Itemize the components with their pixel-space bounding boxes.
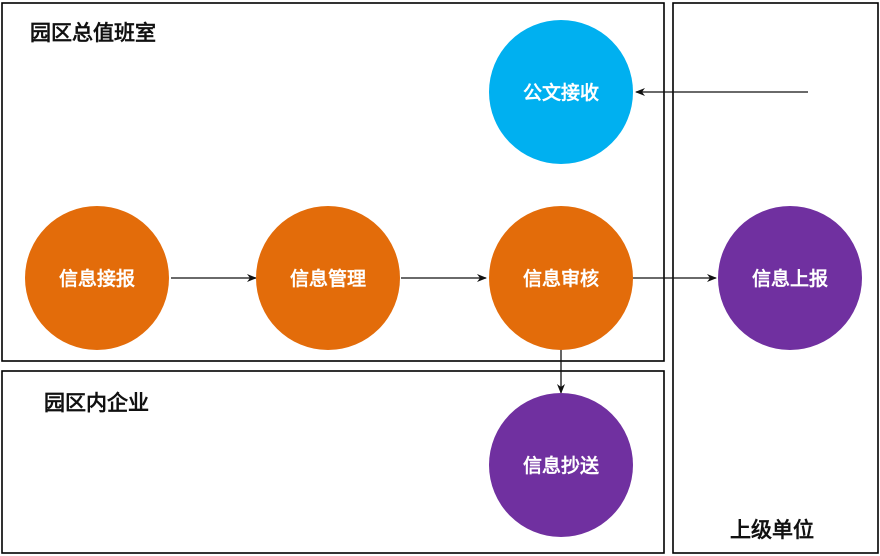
node-info-report: 信息上报 bbox=[718, 206, 862, 350]
node-circle-info-review bbox=[489, 206, 633, 350]
node-info-receive: 信息接报 bbox=[25, 206, 169, 350]
node-circle-info-report bbox=[718, 206, 862, 350]
region-duty-office bbox=[1, 2, 665, 362]
node-info-review: 信息审核 bbox=[489, 206, 633, 350]
node-doc-receive: 公文接收 bbox=[489, 20, 633, 164]
node-circle-info-manage bbox=[256, 206, 400, 350]
node-circle-doc-receive bbox=[489, 20, 633, 164]
node-label-info-review: 信息审核 bbox=[523, 267, 599, 290]
node-info-cc: 信息抄送 bbox=[489, 393, 633, 537]
node-label-info-receive: 信息接报 bbox=[59, 267, 135, 290]
node-label-info-manage: 信息管理 bbox=[290, 267, 366, 290]
region-label-superior: 上级单位 bbox=[730, 518, 814, 542]
region-enterprises bbox=[1, 370, 665, 554]
node-label-info-cc: 信息抄送 bbox=[523, 454, 600, 477]
node-label-info-report: 信息上报 bbox=[752, 267, 828, 290]
region-label-duty-office: 园区总值班室 bbox=[30, 21, 156, 45]
node-circle-info-receive bbox=[25, 206, 169, 350]
region-label-enterprises: 园区内企业 bbox=[44, 391, 149, 415]
node-label-doc-receive: 公文接收 bbox=[523, 81, 599, 104]
node-circle-info-cc bbox=[489, 393, 633, 537]
node-info-manage: 信息管理 bbox=[256, 206, 400, 350]
